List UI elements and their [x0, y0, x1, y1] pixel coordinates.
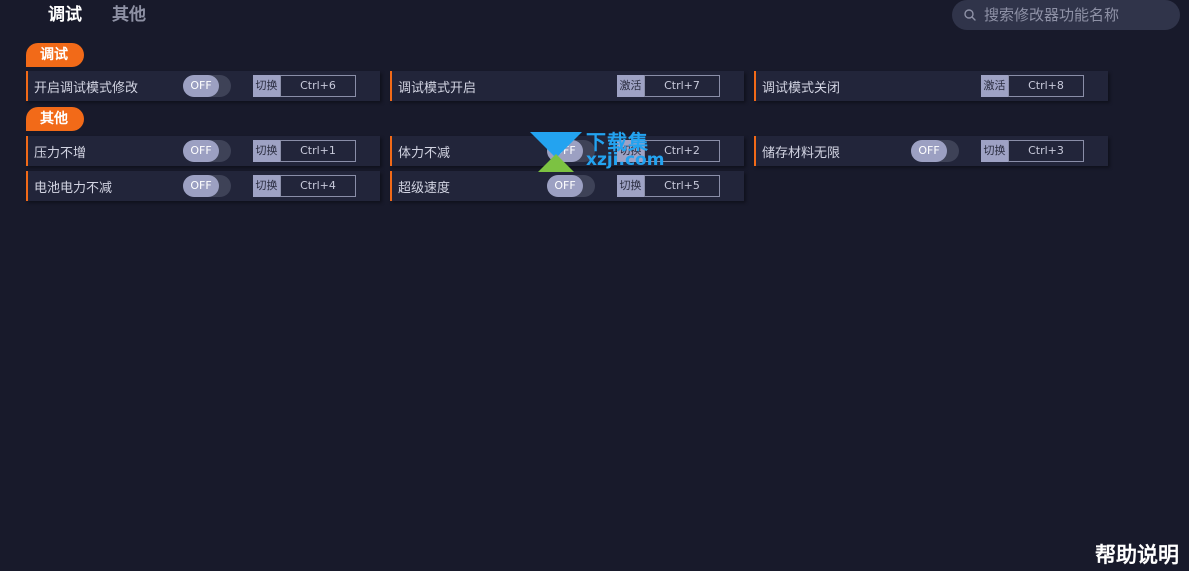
hotkey-field[interactable]: Ctrl+3 — [1008, 140, 1084, 162]
search-input[interactable] — [984, 6, 1174, 24]
hotkey-type: 切换 — [617, 140, 644, 162]
cheat-label: 储存材料无限 — [762, 145, 841, 161]
cheat-item-debug-on: 调试模式开启 激活 Ctrl+7 — [390, 71, 744, 101]
toggle-state: OFF — [183, 175, 219, 197]
hotkey-type: 激活 — [981, 75, 1008, 97]
hotkey-type: 切换 — [253, 75, 280, 97]
watermark-logo: 下载集 xzji.com — [528, 128, 668, 178]
hotkey-field[interactable]: Ctrl+4 — [280, 175, 356, 197]
help-button[interactable]: 帮助说明 — [1095, 543, 1179, 567]
cheat-item-battery: 电池电力不减 OFF 切换 Ctrl+4 — [26, 171, 380, 201]
cheat-item-super-speed: 超级速度 OFF 切换 Ctrl+5 — [390, 171, 744, 201]
cheat-item-infinite-materials: 储存材料无限 OFF 切换 Ctrl+3 — [754, 136, 1108, 166]
cheat-item-no-stress: 压力不增 OFF 切换 Ctrl+1 — [26, 136, 380, 166]
cheat-label: 调试模式开启 — [398, 80, 477, 96]
tab-other[interactable]: 其他 — [112, 5, 146, 25]
search-box[interactable] — [952, 0, 1180, 30]
hotkey-field[interactable]: Ctrl+5 — [644, 175, 720, 197]
toggle-switch[interactable]: OFF — [911, 140, 959, 162]
cheat-label: 压力不增 — [34, 145, 87, 161]
cheat-item-debug-mode: 开启调试模式修改 OFF 切换 Ctrl+6 — [26, 71, 380, 101]
section-title-debug: 调试 — [26, 43, 84, 67]
cheat-label: 电池电力不减 — [34, 180, 113, 196]
toggle-state: OFF — [183, 140, 219, 162]
toggle-switch[interactable]: OFF — [183, 175, 231, 197]
hotkey-type: 切换 — [253, 175, 280, 197]
cheat-item-debug-off: 调试模式关闭 激活 Ctrl+8 — [754, 71, 1108, 101]
hotkey-type: 切换 — [617, 175, 644, 197]
cheat-label: 体力不减 — [398, 145, 451, 161]
toggle-state: OFF — [911, 140, 947, 162]
watermark-url: xzji.com — [586, 150, 665, 170]
hotkey-field[interactable]: Ctrl+8 — [1008, 75, 1084, 97]
watermark-text: 下载集 — [586, 130, 649, 154]
cheat-label: 调试模式关闭 — [762, 80, 841, 96]
toggle-switch[interactable]: OFF — [183, 140, 231, 162]
download-arrow-icon — [530, 132, 582, 172]
hotkey-type: 切换 — [981, 140, 1008, 162]
toggle-state: OFF — [547, 175, 583, 197]
tab-debug[interactable]: 调试 — [48, 5, 82, 25]
tab-bar: 调试 其他 — [48, 4, 146, 26]
cheat-label: 开启调试模式修改 — [34, 80, 139, 96]
hotkey-field[interactable]: Ctrl+7 — [644, 75, 720, 97]
hotkey-type: 切换 — [253, 140, 280, 162]
hotkey-field[interactable]: Ctrl+2 — [644, 140, 720, 162]
cheat-label: 超级速度 — [398, 180, 451, 196]
toggle-switch[interactable]: OFF — [547, 175, 595, 197]
hotkey-field[interactable]: Ctrl+1 — [280, 140, 356, 162]
section-title-other: 其他 — [26, 107, 84, 131]
hotkey-field[interactable]: Ctrl+6 — [280, 75, 356, 97]
search-icon — [964, 9, 976, 21]
toggle-state: OFF — [183, 75, 219, 97]
hotkey-type: 激活 — [617, 75, 644, 97]
toggle-switch[interactable]: OFF — [183, 75, 231, 97]
